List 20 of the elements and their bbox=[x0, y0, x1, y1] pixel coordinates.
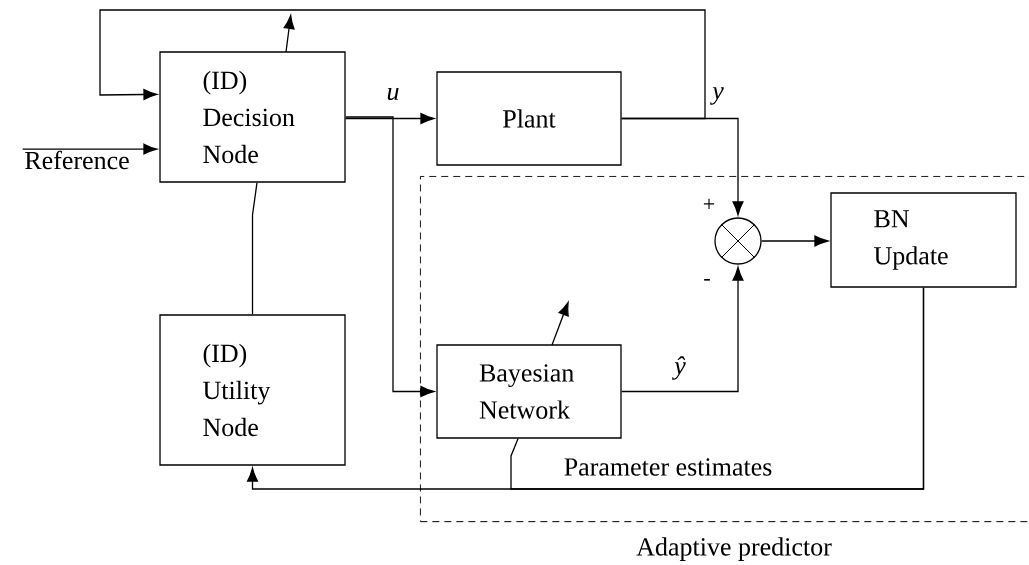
process-box: Bayesian Network bbox=[436, 344, 622, 439]
process-box: (ID) Utility Node bbox=[159, 314, 346, 466]
arrow bbox=[99, 9, 706, 120]
summing-junction: + - bbox=[703, 198, 762, 281]
process-box: BN Update bbox=[830, 192, 1017, 288]
arrow bbox=[345, 116, 435, 397]
arrow bbox=[621, 266, 744, 393]
arrow bbox=[22, 143, 158, 155]
reference-label: Reference bbox=[25, 150, 129, 170]
arrow bbox=[345, 112, 435, 125]
edge-label: ŷ bbox=[672, 355, 687, 381]
node-label: + bbox=[703, 198, 715, 210]
node-label: - bbox=[704, 278, 710, 281]
edge-label: u bbox=[385, 86, 401, 102]
node-label: Adaptive predictor bbox=[636, 537, 832, 561]
process-box: Plant bbox=[436, 71, 622, 166]
arrow bbox=[761, 235, 829, 247]
process-box: (ID) Decision Node bbox=[159, 51, 346, 183]
edge-label: Parameter estimates bbox=[562, 457, 774, 477]
edge-label: y bbox=[710, 86, 725, 106]
